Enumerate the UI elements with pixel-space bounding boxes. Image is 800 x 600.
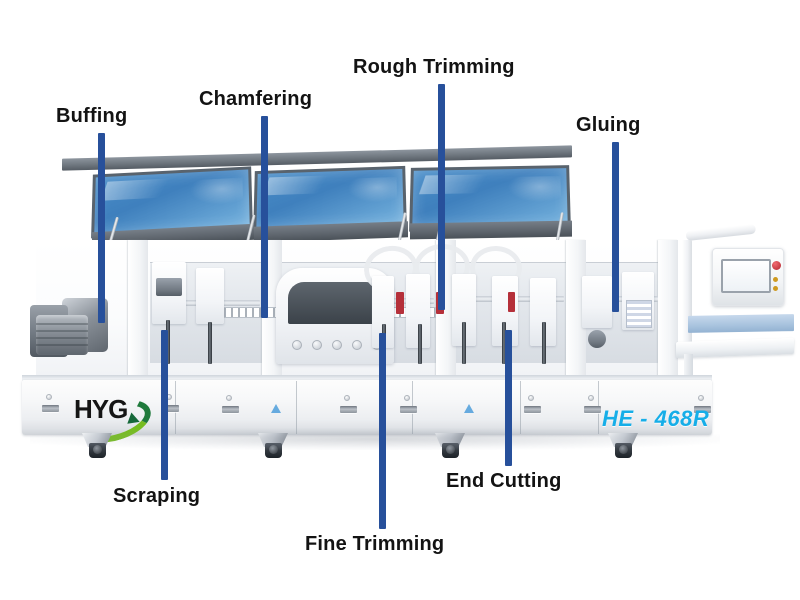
foot-pad-inner	[93, 445, 102, 454]
cabinet-lock-screw	[404, 395, 410, 401]
cabinet-panel-seam	[296, 381, 297, 434]
annotation-label-buffing: Buffing	[56, 105, 128, 127]
outfeed-table	[676, 337, 794, 359]
brand-logo-hyg: HYG	[72, 391, 157, 451]
cabinet-lock-screw	[528, 395, 534, 401]
annotation-line-rough-trimming	[438, 84, 445, 310]
rough-trimming-unit	[372, 276, 394, 348]
hmi-indicator-lamp	[773, 286, 778, 291]
cabinet-lock-screw	[344, 395, 350, 401]
polisher-disc	[588, 330, 606, 348]
pre-mill-unit	[196, 268, 224, 324]
glass-glare-secondary	[347, 176, 398, 204]
tool-marker	[396, 292, 404, 314]
motor-cooling-fin	[36, 323, 88, 325]
body-column	[128, 240, 148, 380]
foot-pad-inner	[619, 445, 628, 454]
control-arm-post	[682, 240, 692, 358]
annotation-label-fine-trimming: Fine Trimming	[305, 533, 445, 555]
brand-name: HYG	[74, 394, 128, 424]
glass-glare	[419, 173, 510, 194]
hmi-indicator-lamp	[773, 277, 778, 282]
base-top-edge	[22, 375, 712, 382]
drive-motor	[36, 315, 88, 355]
glass-glare	[101, 176, 192, 200]
cabinet-lock-screw	[46, 394, 52, 400]
cabinet-door-handle[interactable]	[222, 406, 239, 413]
annotation-label-chamfering: Chamfering	[199, 88, 313, 110]
outfeed-table-leg	[684, 354, 693, 394]
glass-glare	[262, 175, 349, 196]
actuator-rod	[166, 320, 170, 364]
annotation-line-scraping	[161, 330, 168, 480]
cabinet-door-handle[interactable]	[524, 406, 541, 413]
machine-foot	[82, 433, 112, 459]
annotation-line-gluing	[612, 142, 619, 312]
motor-cooling-fin	[36, 330, 88, 332]
model-number: HE - 468R	[602, 406, 710, 431]
glass-glare-secondary	[508, 176, 561, 203]
actuator-rod	[462, 322, 466, 364]
motor-cooling-fin	[36, 337, 88, 339]
cabinet-panel-seam	[520, 381, 521, 434]
cabinet-lock-screw	[698, 395, 704, 401]
saw-knob	[332, 340, 342, 350]
body-column	[658, 240, 678, 380]
buffing-polisher	[582, 276, 612, 328]
hood-apron-right	[410, 220, 572, 240]
cabinet-door-handle[interactable]	[162, 405, 179, 412]
annotation-line-fine-trimming	[379, 333, 386, 529]
actuator-rod	[502, 322, 506, 364]
foot-pad-inner	[446, 445, 455, 454]
emergency-stop-button[interactable]	[772, 261, 781, 270]
actuator-rod	[542, 322, 546, 364]
annotation-line-buffing	[98, 133, 105, 323]
flow-direction-triangle	[271, 404, 281, 413]
gluing-unit-head	[156, 278, 182, 296]
hmi-control-panel[interactable]	[712, 248, 784, 306]
cabinet-door-handle[interactable]	[694, 406, 711, 413]
machine-foot	[608, 433, 638, 459]
foot-pad-inner	[269, 445, 278, 454]
feed-rail	[584, 296, 658, 302]
annotation-line-chamfering	[261, 116, 268, 318]
saw-knob	[312, 340, 322, 350]
cabinet-door-handle[interactable]	[584, 406, 601, 413]
glass-glare-secondary	[190, 177, 243, 207]
saw-inner-window	[288, 282, 382, 324]
cabinet-lock-screw	[226, 395, 232, 401]
body-column	[566, 240, 586, 380]
annotation-label-end-cutting: End Cutting	[446, 470, 562, 492]
saw-knob	[352, 340, 362, 350]
flow-direction-triangle	[464, 404, 474, 413]
control-arm-horizontal	[685, 223, 757, 241]
annotation-line-end-cutting	[505, 330, 512, 466]
annotation-label-rough-trimming: Rough Trimming	[353, 56, 515, 78]
cabinet-lock-screw	[588, 395, 594, 401]
machine-foot	[435, 433, 465, 459]
control-box-grid	[626, 300, 652, 328]
actuator-rod	[418, 324, 422, 364]
cabinet-door-handle[interactable]	[400, 406, 417, 413]
cabinet-door-handle[interactable]	[340, 406, 357, 413]
saw-knob	[292, 340, 302, 350]
cabinet-door-handle[interactable]	[42, 405, 59, 412]
machine-floor-shadow	[30, 428, 720, 450]
tool-marker	[508, 292, 515, 312]
motor-cooling-fin	[36, 344, 88, 346]
hmi-screen[interactable]	[721, 259, 771, 293]
annotation-label-gluing: Gluing	[576, 114, 641, 136]
annotation-label-scraping: Scraping	[113, 485, 201, 507]
outfeed-table-fence	[688, 314, 794, 333]
machine-foot	[258, 433, 288, 459]
actuator-rod	[208, 322, 212, 364]
